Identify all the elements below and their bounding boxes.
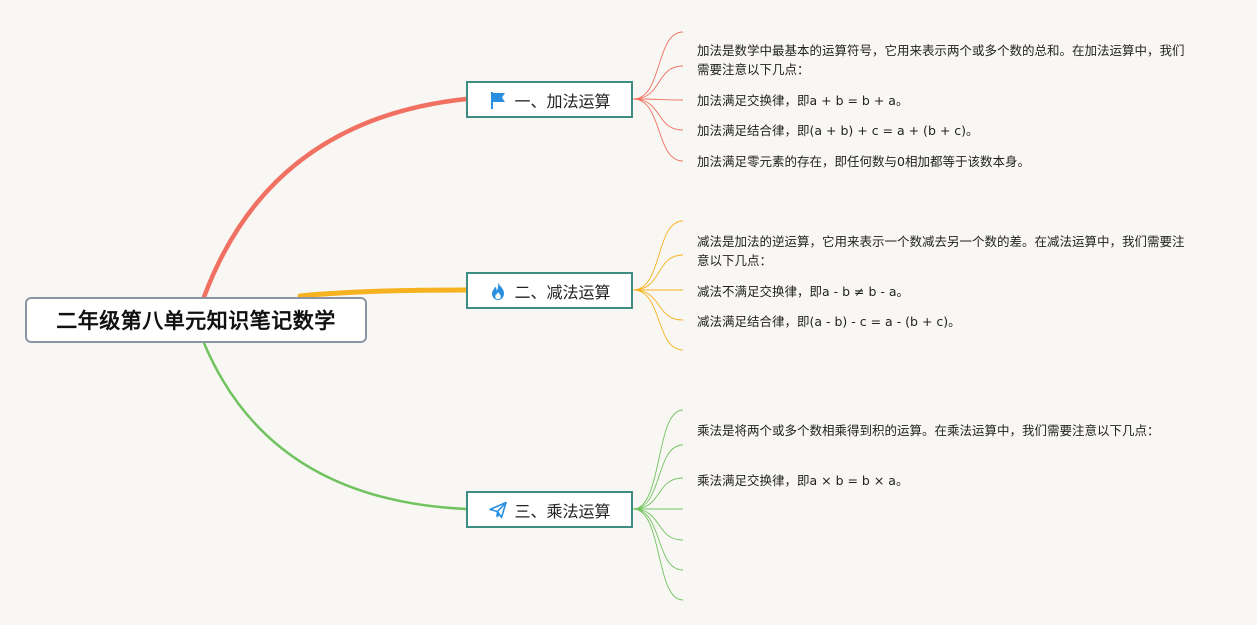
note-subtraction-associative: 减法满足结合律，即(a - b) - c = a - (b + c)。 (697, 314, 961, 329)
branch-topic-subtraction[interactable]: 二、减法运算 (466, 272, 633, 309)
branch-topic-multiplication[interactable]: 三、乘法运算 (466, 491, 633, 528)
branch-topic-addition[interactable]: 一、加法运算 (466, 81, 633, 118)
branch-topic-label: 三、乘法运算 (514, 501, 611, 521)
note-multiplication-commutative: 乘法满足交换律，即a × b = b × a。 (697, 473, 909, 488)
flag-icon (488, 90, 508, 110)
note-subtraction-intro: 减法是加法的逆运算，它用来表示一个数减去另一个数的差。在减法运算中，我们需要注意… (697, 234, 1185, 268)
note-addition-intro: 加法是数学中最基本的运算符号，它用来表示两个或多个数的总和。在加法运算中，我们需… (697, 43, 1185, 77)
note-subtraction-commutative: 减法不满足交换律，即a - b ≠ b - a。 (697, 284, 910, 299)
leaf-connectors-3 (632, 409, 684, 601)
note-addition-associative: 加法满足结合律，即(a + b) + c = a + (b + c)。 (697, 123, 979, 138)
root-topic-label: 二年级第八单元知识笔记数学 (56, 309, 336, 333)
connector-branch-3 (202, 341, 468, 511)
leaf-connectors-1 (632, 31, 684, 162)
branch-topic-label: 一、加法运算 (514, 91, 611, 111)
paper-plane-icon (488, 500, 508, 520)
fire-icon (488, 281, 508, 301)
connector-branch-2 (297, 287, 469, 299)
branch-topic-label: 二、减法运算 (514, 282, 611, 302)
note-addition-commutative: 加法满足交换律，即a + b = b + a。 (697, 93, 909, 108)
note-addition-zero: 加法满足零元素的存在，即任何数与0相加都等于该数本身。 (697, 154, 1030, 169)
leaf-connectors-2 (632, 220, 684, 351)
connector-branch-1 (201, 96, 469, 300)
root-topic[interactable]: 二年级第八单元知识笔记数学 (25, 297, 367, 343)
note-multiplication-intro: 乘法是将两个或多个数相乘得到积的运算。在乘法运算中，我们需要注意以下几点： (697, 423, 1160, 438)
